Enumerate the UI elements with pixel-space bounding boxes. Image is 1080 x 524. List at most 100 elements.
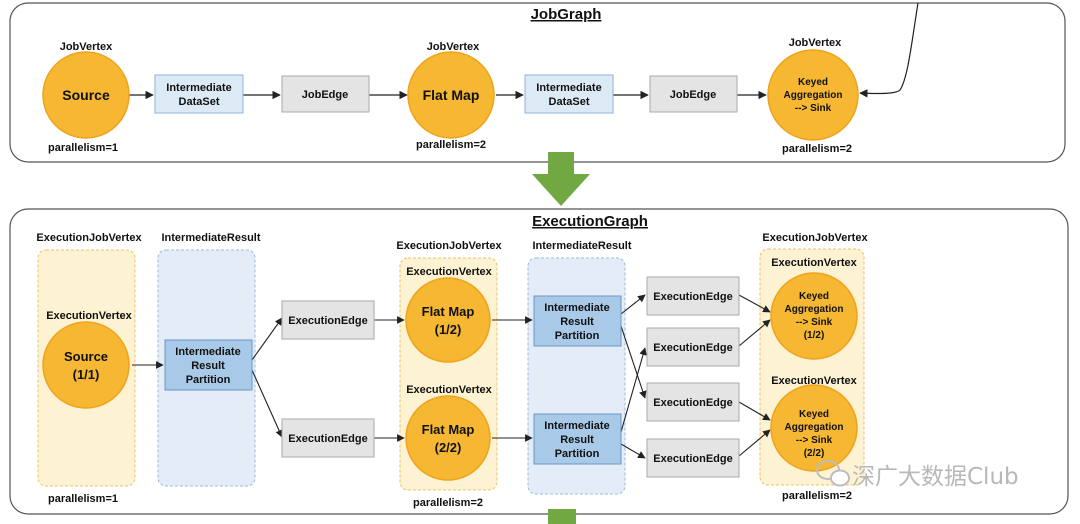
exec-flatmap-2-line2: (2/2) [435,440,462,455]
exec-flatmap-1-line1: Flat Map [422,304,475,319]
exec-sink-2-line1: Keyed [799,409,829,420]
ev-caption-flatmap-2: ExecutionVertex [406,384,492,396]
exec-edge-3-label: ExecutionEdge [653,397,732,409]
job-source-vertex [42,51,130,139]
exec-flatmap-2-vertex [405,395,491,481]
exec-edge-a [281,300,375,340]
job-sink-line2: Aggregation [784,90,843,101]
ev-caption-flatmap-1: ExecutionVertex [406,266,492,278]
exec-arrow-e3-sink2 [738,401,771,421]
exec-irp-2a-line1: Intermediate [544,302,609,314]
exec-edge-2 [646,327,740,367]
job-vertex-caption-source: JobVertex [60,41,113,53]
exec-irp-2b-line3: Partition [555,448,600,460]
exec-irp-2b [533,413,622,465]
exec-arrow-e2-sink1 [738,319,771,347]
ev-caption-sink-1: ExecutionVertex [771,257,857,269]
job-edge-2 [649,75,738,113]
exec-flatmap-1-line2: (1/2) [435,322,462,337]
exec-irp-1-line1: Intermediate [175,346,240,358]
ejv-caption-sink: ExecutionJobVertex [762,232,868,244]
exec-arrow-irpa-e3 [620,325,647,399]
exec-sink-2-line3: --> Sink [796,435,833,446]
exec-flatmap-2-line1: Flat Map [422,422,475,437]
exec-irp-1 [164,339,253,391]
job-sink-line3: --> Sink [795,103,832,114]
exec-arrow-e1-sink1 [738,294,771,313]
job-edge-1-label: JobEdge [302,89,348,101]
exec-irp-2b-line1: Intermediate [544,420,609,432]
exec-sink-2-line4: (2/2) [804,448,825,459]
job-flatmap-label: Flat Map [423,87,480,103]
exec-sink-1-line1: Keyed [799,291,829,302]
job-dataset-2-line1: Intermediate [536,82,601,94]
job-dataset-1-line1: Intermediate [166,82,231,94]
job-source-parallelism: parallelism=1 [48,142,118,154]
exec-arrow-e4-sink2 [738,429,771,457]
job-sink-vertex [767,49,859,141]
exec-flatmap-parallelism: parallelism=2 [413,497,483,509]
continuation-arrow-stub [548,509,576,524]
exec-irp-2a [533,295,622,347]
exec-sink-parallelism: parallelism=2 [782,490,852,502]
wechat-icon [816,460,850,487]
exec-sink-1-line4: (1/2) [804,330,825,341]
exec-edge-1-label: ExecutionEdge [653,291,732,303]
exec-irp-2a-line2: Result [560,316,594,328]
job-flatmap-vertex [407,51,495,139]
exec-edge-b [281,418,375,458]
exec-sink-1-line3: --> Sink [796,317,833,328]
exec-flatmap-1-vertex [405,277,491,363]
exec-source-parallelism: parallelism=1 [48,493,118,505]
job-edge-2-label: JobEdge [670,89,716,101]
exec-irp-1-line2: Result [191,360,225,372]
exec-sink-2-line2: Aggregation [785,422,844,433]
exec-edge-1 [646,276,740,316]
exec-arrow-irpa-e1 [620,294,646,315]
watermark-text: 深广大数据Club [852,464,1019,490]
execution-graph-title: ExecutionGraph [532,213,648,230]
exec-sink-2-vertex [770,384,858,472]
job-sink-parallelism: parallelism=2 [782,143,852,155]
exec-edge-a-label: ExecutionEdge [288,315,367,327]
exec-sink-1-vertex [770,272,858,360]
job-dataset-1-line2: DataSet [179,96,220,108]
ir-caption-1: IntermediateResult [161,232,260,244]
exec-arrow-irpb-e4 [620,443,646,459]
job-dataset-2 [524,74,614,114]
exec-source-line1: Source [64,349,108,364]
job-dataset-1 [154,74,244,114]
exec-arrow-irp-edge2 [251,369,283,438]
exec-arrow-irp-edge1 [251,317,283,361]
exec-irp-2a-line3: Partition [555,330,600,342]
job-sink-line1: Keyed [798,77,828,88]
exec-irp-1-line3: Partition [186,374,231,386]
job-feedback-arrow [859,2,919,98]
job-flatmap-parallelism: parallelism=2 [416,139,486,151]
job-edge-1 [281,75,370,113]
exec-arrow-irpb-e2 [620,347,647,433]
exec-source-line2: (1/1) [73,367,100,382]
exec-edge-4 [646,438,740,478]
ev-caption-source: ExecutionVertex [46,310,132,322]
ir-caption-2: IntermediateResult [532,240,631,252]
transform-down-arrow [532,152,590,206]
job-vertex-caption-sink: JobVertex [789,37,842,49]
job-graph-title: JobGraph [531,6,602,23]
ejv-caption-source: ExecutionJobVertex [36,232,142,244]
exec-edge-3 [646,382,740,422]
execution-graph-panel: ExecutionGraph ExecutionJobVertex Interm… [9,208,1069,515]
watermark: 深广大数据Club [816,460,1019,490]
job-source-label: Source [62,87,110,103]
exec-edge-4-label: ExecutionEdge [653,453,732,465]
job-vertex-caption-flatmap: JobVertex [427,41,480,53]
job-dataset-2-line2: DataSet [549,96,590,108]
exec-sink-1-line2: Aggregation [785,304,844,315]
exec-source-vertex [42,321,130,409]
exec-edge-2-label: ExecutionEdge [653,342,732,354]
exec-edge-b-label: ExecutionEdge [288,433,367,445]
job-graph-panel: JobGraph JobVertex JobVertex JobVertex S… [9,2,1066,163]
ev-caption-sink-2: ExecutionVertex [771,375,857,387]
exec-irp-2b-line2: Result [560,434,594,446]
